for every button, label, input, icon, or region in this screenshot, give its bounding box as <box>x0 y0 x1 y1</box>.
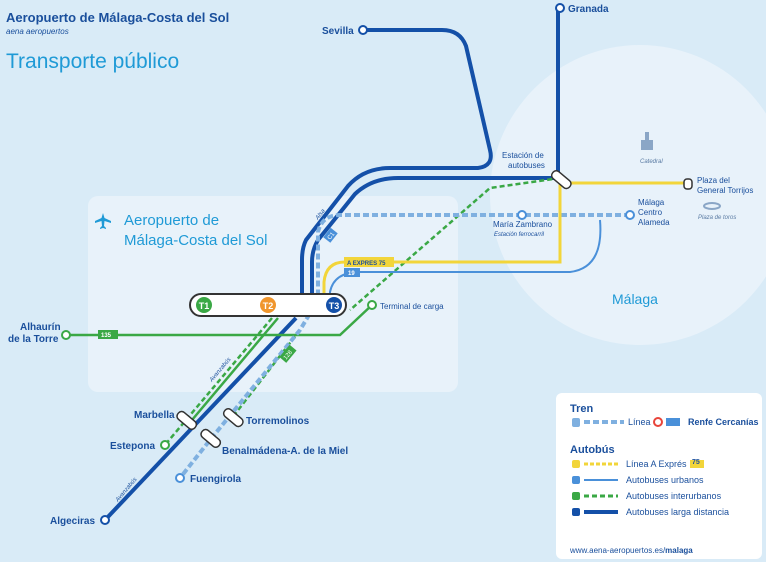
stop-algeciras[interactable] <box>100 515 110 525</box>
operator-name: aena aeropuertos <box>6 27 69 36</box>
route-algeciras <box>103 316 298 522</box>
stop-benalmadena[interactable] <box>199 428 222 449</box>
cathedral-icon <box>641 132 653 150</box>
plaza-toros-label: Plaza de toros <box>698 215 736 221</box>
alhaurin-label-1: Alhaurín <box>20 322 61 333</box>
sevilla-label: Sevilla <box>322 26 354 37</box>
stop-maria-zambrano[interactable] <box>517 210 527 220</box>
route-alhaurin <box>66 304 373 337</box>
legend-renfe: Renfe Cercanías <box>688 417 759 427</box>
legend-linea-aexpres: Línea A Exprés <box>626 459 687 469</box>
benalmadena-label: Benalmádena-A. de la Miel <box>222 446 348 457</box>
legend-tren-heading: Tren <box>570 403 594 415</box>
malaga-centro-label-3: Alameda <box>638 218 670 227</box>
stop-estepona[interactable] <box>160 440 170 450</box>
legend-linea: Línea <box>628 417 651 427</box>
airport-label-line1: Aeropuerto de <box>124 212 219 229</box>
estacion-label-2: autobuses <box>508 161 545 170</box>
malaga-centro-label-1: Málaga <box>638 198 665 207</box>
tag-bus135-bg <box>98 330 118 339</box>
route-marbella <box>164 317 273 446</box>
plaza-label-1: Plaza del <box>697 176 730 185</box>
page-title: Transporte público <box>6 50 180 73</box>
terminal-t3-badge[interactable] <box>326 297 342 313</box>
route-sevilla <box>300 28 493 305</box>
route-a-expres <box>322 181 688 300</box>
train-icon <box>572 418 580 427</box>
stop-torremolinos[interactable] <box>222 407 245 428</box>
legend-larga: Autobuses larga distancia <box>626 507 730 517</box>
bus135-tag-label: 135 <box>101 333 112 339</box>
bus-icon-interurbanos <box>572 492 580 500</box>
route-interurban-2 <box>191 317 279 421</box>
route-granada <box>310 10 560 305</box>
stop-marbella[interactable] <box>175 410 198 431</box>
legend-panel <box>556 393 762 559</box>
stop-alhaurin[interactable] <box>61 330 71 340</box>
algeciras-label: Algeciras <box>50 516 95 527</box>
legend-autobus-heading: Autobús <box>570 444 615 456</box>
cercanias-icon <box>666 418 680 426</box>
bus19-tag-label: 19 <box>348 271 355 277</box>
terminal-carga-label: Terminal de carga <box>380 302 444 311</box>
plaza-label-2: General Torrijos <box>697 186 753 195</box>
catedral-label: Catedral <box>640 159 663 165</box>
stop-fuengirola[interactable] <box>175 473 185 483</box>
a-expres-tag-label: A EXPRES 75 <box>347 261 386 267</box>
url-suffix: malaga <box>665 546 693 555</box>
torremolinos-label: Torremolinos <box>246 416 310 427</box>
alhaurin-label-2: de la Torre <box>8 334 59 345</box>
terminal-t2-badge[interactable] <box>260 297 276 313</box>
bus128-tag-label: 128 <box>283 349 294 361</box>
maria-zambrano-label: María Zambrano <box>493 220 553 229</box>
route-urban-19 <box>329 219 602 300</box>
fuengirola-label: Fuengirola <box>190 474 242 485</box>
stop-estacion-autobuses[interactable] <box>550 169 573 190</box>
terminal-t3-label: T3 <box>329 301 340 311</box>
airport-name: Aeropuerto de Málaga-Costa del Sol <box>6 10 230 25</box>
terminal-t1-label: T1 <box>199 301 210 311</box>
malaga-centro-label-2: Centro <box>638 208 663 217</box>
bus-icon-aexpres <box>572 460 580 468</box>
renfe-icon <box>653 417 663 427</box>
website-url[interactable]: www.aena-aeropuertos.es/malaga <box>570 546 693 555</box>
granada-label: Granada <box>568 4 609 15</box>
bus-icon-larga <box>572 508 580 516</box>
bullring-icon <box>703 202 721 210</box>
stop-malaga-centro[interactable] <box>625 210 635 220</box>
legend-urbanos: Autobuses urbanos <box>626 475 704 485</box>
marbella-label: Marbella <box>134 410 175 421</box>
estacion-label-1: Estación de <box>502 151 544 160</box>
tag-c1: C1 <box>323 227 338 243</box>
terminal-t1-badge[interactable] <box>196 297 212 313</box>
route-interurban-estacion <box>349 176 561 311</box>
terminal-t2-label: T2 <box>263 301 274 311</box>
estepona-label: Estepona <box>110 441 155 452</box>
legend-aexpres-badge-label: 75 <box>692 459 700 466</box>
estacion-ferrocarril-label: Estación ferrocarril <box>494 232 545 238</box>
stop-granada[interactable] <box>555 3 565 13</box>
city-label: Málaga <box>612 291 658 307</box>
url-prefix: www.aena-aeropuertos.es/ <box>570 546 666 555</box>
bus-icon-urbanos <box>572 476 580 484</box>
airport-label-line2: Málaga-Costa del Sol <box>124 232 267 249</box>
stop-terminal-carga[interactable] <box>367 300 377 310</box>
tag-a-expres-bg <box>344 257 394 267</box>
c1-tag-label: C1 <box>327 231 337 241</box>
stop-sevilla[interactable] <box>358 25 368 35</box>
legend-aexpres-badge <box>690 460 704 468</box>
legend-interurbanos: Autobuses interurbanos <box>626 491 722 501</box>
tag-bus128: 128 <box>279 344 297 363</box>
tag-bus19-bg <box>344 268 360 277</box>
stop-plaza-torrijos[interactable] <box>683 178 693 190</box>
airplane-icon <box>95 213 111 229</box>
